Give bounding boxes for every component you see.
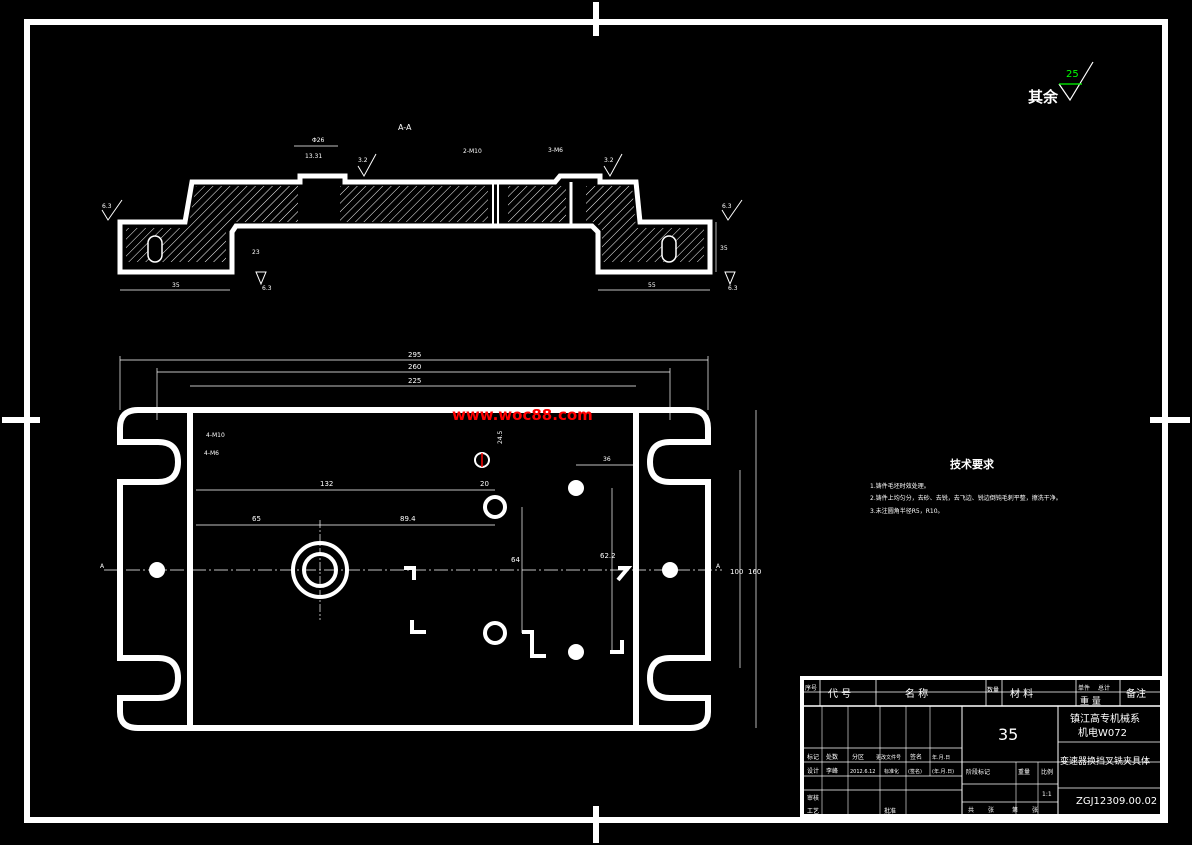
dim-100: 100 [730, 568, 743, 576]
dim-65: 65 [252, 515, 261, 523]
dim-left: 35 [172, 282, 180, 289]
sheets-0: 共 [968, 806, 974, 814]
sheets-2: 第 [1012, 806, 1018, 814]
r2-2: 2012.6.12 [850, 769, 875, 775]
dim-225: 225 [408, 377, 421, 385]
section-label: A-A [398, 123, 412, 132]
rest-value: 25 [1066, 69, 1079, 80]
hdr-unit: 单件 [1078, 684, 1090, 692]
section-mark-left: A [100, 563, 105, 570]
dim-m6: 3-M6 [548, 147, 563, 154]
lbl-stage: 阶段标记 [966, 768, 990, 776]
r1-2: 分区 [852, 753, 864, 761]
tech-title: 技术要求 [950, 457, 995, 471]
label-m6: 4-M6 [204, 450, 219, 457]
dim-260: 260 [408, 363, 421, 371]
tech-item-1: 1.铸件毛坯时效处理。 [870, 482, 930, 490]
r2-5: (年.月.日) [932, 768, 954, 775]
r1-1: 处数 [826, 753, 838, 761]
r4-1: 批准 [884, 807, 896, 815]
roughness-3: 3.2 [604, 157, 614, 164]
dim-right: 55 [648, 282, 656, 289]
sheets-1: 张 [988, 806, 994, 814]
lbl-weight: 重量 [1018, 768, 1030, 776]
dim-160: 160 [748, 568, 761, 576]
r1-5: 年.月.日 [932, 754, 950, 761]
hdr-weight: 重 量 [1080, 695, 1101, 707]
roughness-4: 6.3 [722, 203, 732, 210]
tech-item-3: 3.未注圆角半径R5，R10。 [870, 507, 944, 515]
hdr-seq: 序号 [805, 684, 817, 692]
hdr-material: 材 料 [1010, 687, 1033, 700]
hdr-remark: 备注 [1126, 687, 1146, 700]
hdr-code: 代 号 [828, 688, 851, 700]
r2-0: 设计 [807, 767, 819, 775]
dim-13: 13.31 [305, 153, 322, 160]
dim-35: 35 [720, 245, 728, 252]
dim-64: 64 [511, 556, 520, 564]
watermark: www.woc88.com [452, 406, 593, 424]
dim-24: 24.5 [497, 430, 504, 444]
dim-36: 36 [603, 456, 611, 463]
sheets-3: 张 [1032, 806, 1038, 814]
scale-val: 1:1 [1042, 791, 1052, 798]
class-code: 机电W072 [1078, 726, 1127, 739]
dim-23: 23 [252, 249, 260, 256]
roughness-6: 6.3 [728, 285, 738, 292]
rest-label: 其余 [1028, 88, 1059, 106]
r1-4: 签名 [910, 753, 922, 761]
dim-phi26: Φ26 [312, 137, 325, 144]
roughness-5: 6.3 [262, 285, 272, 292]
school: 镇江高专机械系 [1070, 712, 1140, 725]
r3-0: 审核 [807, 794, 819, 802]
r1-0: 标记 [807, 753, 819, 761]
roughness-1: 6.3 [102, 203, 112, 210]
label-m10: 4-M10 [206, 432, 225, 439]
section-view: A-A 6.3 3.2 3.2 6.3 6.3 6.3 Φ [101, 123, 743, 292]
tech-requirements: 技术要求 1.铸件毛坯时效处理。 2.铸件上均匀分，去砂、去锐，去飞边、锐边倒钝… [870, 457, 1062, 515]
hdr-total: 总计 [1098, 684, 1110, 692]
r2-1: 李峰 [826, 767, 838, 775]
dim-m10: 2-M10 [463, 148, 482, 155]
hdr-name: 名 称 [905, 687, 928, 700]
dim-62: 62.2 [600, 552, 616, 560]
hdr-qty: 数量 [987, 686, 999, 694]
dim-89: 89.4 [400, 515, 416, 523]
plan-view: 295 260 225 www.woc88.com [100, 351, 761, 731]
section-mark-right: A [716, 563, 721, 570]
dim-20: 20 [480, 480, 489, 488]
r4-0: 工艺 [807, 807, 819, 815]
r1-3: 更改文件号 [876, 754, 901, 761]
roughness-2: 3.2 [358, 157, 368, 164]
lbl-scale: 比例 [1041, 768, 1053, 776]
dim-295: 295 [408, 351, 421, 359]
drawing-name: 变速器换挡叉铣夹具体 [1060, 755, 1150, 767]
material-value: 35 [998, 725, 1018, 744]
surface-finish-rest: 其余 25 [1028, 61, 1094, 106]
r2-3: 标准化 [884, 768, 899, 775]
r2-4: (签名) [908, 768, 922, 775]
drawing-number: ZGJ12309.00.02 [1076, 796, 1157, 807]
title-block: 序号 代 号 名 称 数量 材 料 单件 总计 重 量 备注 35 镇江高专机械… [800, 676, 1164, 818]
tech-item-2: 2.铸件上均匀分，去砂、去锐，去飞边、锐边倒钝毛刺平整，擦洗干净。 [870, 494, 1062, 502]
dim-132: 132 [320, 480, 333, 488]
